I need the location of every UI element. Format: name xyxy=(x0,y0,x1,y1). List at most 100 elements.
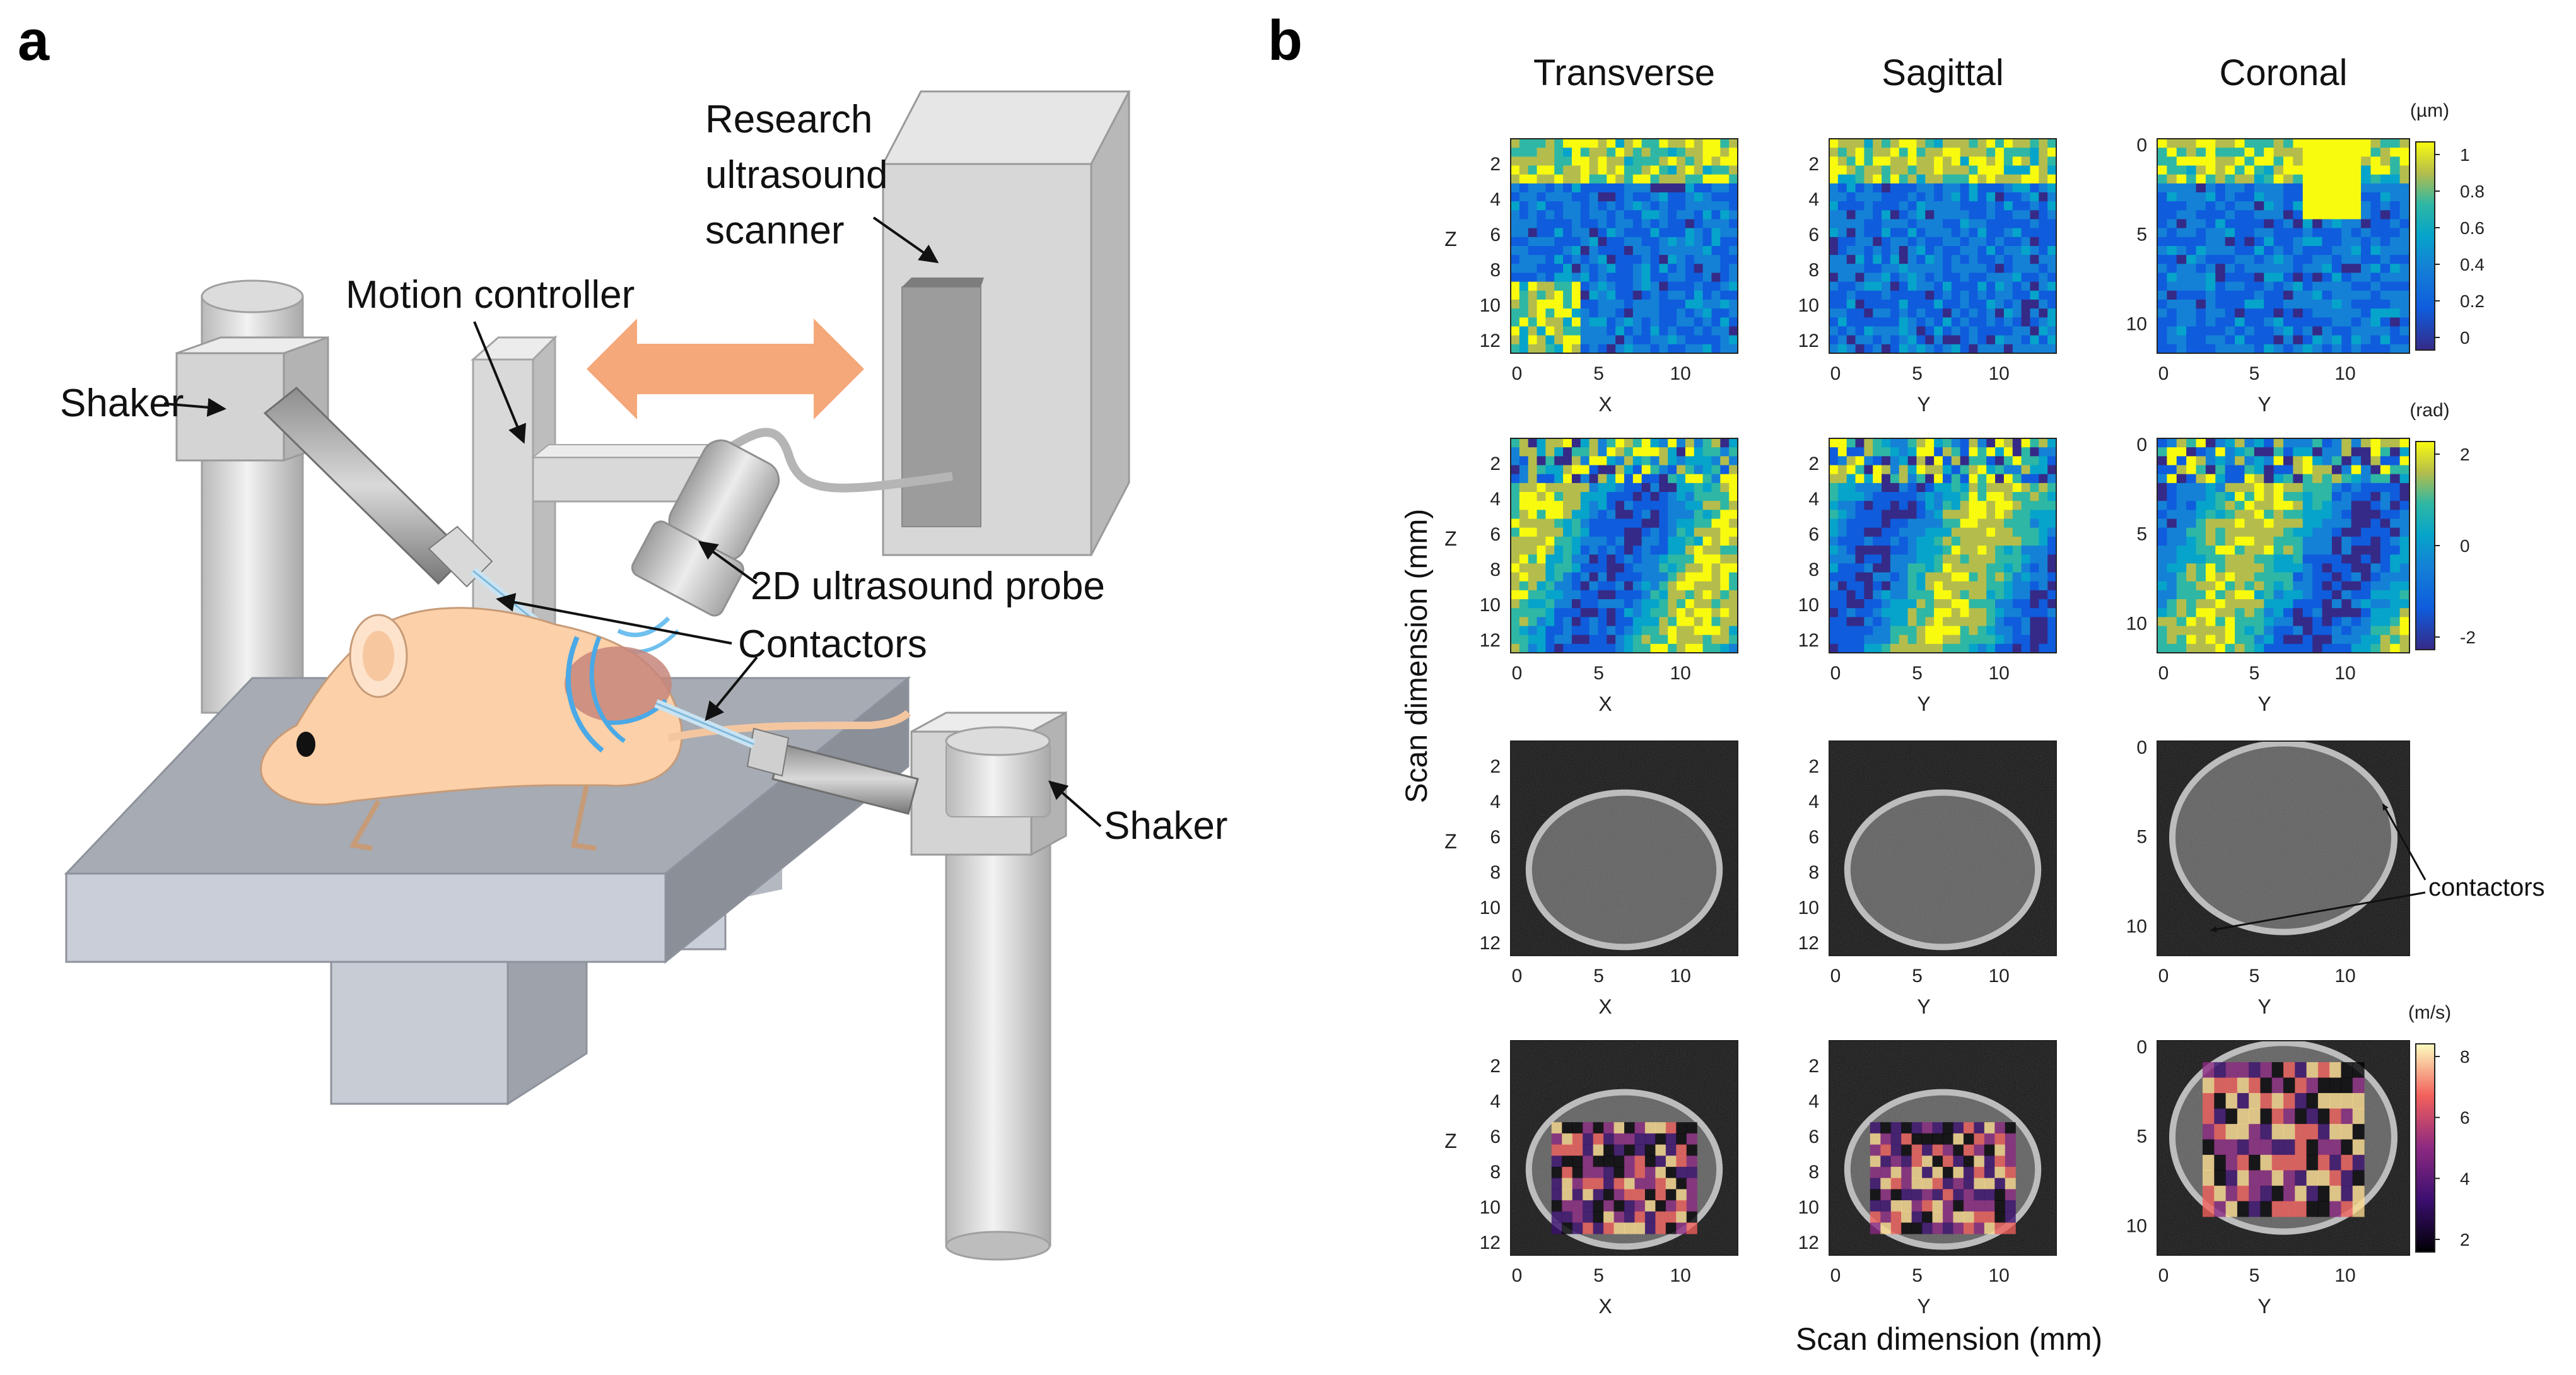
y-tick-label: 10 xyxy=(2126,916,2147,937)
motion-double-arrow xyxy=(587,319,864,419)
colorbar-tick-label: 2 xyxy=(2460,1230,2470,1249)
x-axis-letter: Y xyxy=(2257,693,2271,715)
y-tick-label: 6 xyxy=(1808,524,1819,545)
x-tick-label: 10 xyxy=(2334,363,2355,384)
right-shaker-assembly xyxy=(654,699,1067,1261)
colorbar-tick-label: 1 xyxy=(2460,145,2470,165)
x-axis-letter: Y xyxy=(2257,995,2271,1018)
label-scanner: scanner xyxy=(705,209,845,252)
y-tick-label: 10 xyxy=(1798,898,1819,918)
y-tick-label: 12 xyxy=(1798,331,1819,351)
image-coronal-row-3: 0 5 10 0 5 10Y xyxy=(2126,737,2410,1018)
y-tick-label: 10 xyxy=(1798,595,1819,616)
y-tick-label: 12 xyxy=(1480,331,1501,351)
x-tick-label: 5 xyxy=(1593,966,1604,986)
x-tick-label: 5 xyxy=(1593,663,1604,684)
colorbar-tick-label: 0.6 xyxy=(2460,218,2485,238)
x-tick-label: 10 xyxy=(2334,1265,2355,1286)
column-header-coronal: Coronal xyxy=(2219,52,2347,93)
colorbar-unit: (m/s) xyxy=(2408,1002,2451,1023)
colorbar-row-2: 20-2(rad) xyxy=(2409,400,2476,650)
colorbar-tick-label: 4 xyxy=(2460,1169,2470,1188)
y-tick-label: 10 xyxy=(2126,313,2147,334)
colorbar-unit: (µm) xyxy=(2410,100,2449,121)
y-tick-label: 4 xyxy=(1808,189,1819,210)
ultrasound-scanner xyxy=(881,90,1131,556)
x-tick-label: 5 xyxy=(1593,363,1604,384)
y-tick-label: 10 xyxy=(2126,1215,2147,1236)
y-axis-letter: Z xyxy=(1444,228,1457,250)
y-tick-label: 6 xyxy=(1808,225,1819,245)
x-tick-label: 0 xyxy=(2158,966,2169,986)
x-tick-label: 5 xyxy=(1912,1265,1923,1286)
y-tick-label: 10 xyxy=(1798,295,1819,316)
x-axis-letter: Y xyxy=(1917,1295,1930,1318)
x-tick-label: 0 xyxy=(1512,1265,1523,1286)
y-tick-label: 6 xyxy=(1490,524,1501,545)
contactors-annotation: contactors xyxy=(2210,804,2545,933)
y-tick-label: 2 xyxy=(1808,154,1819,175)
x-tick-label: 0 xyxy=(1830,363,1841,384)
y-tick-label: 2 xyxy=(1808,453,1819,474)
x-tick-label: 5 xyxy=(2249,966,2260,986)
y-tick-label: 2 xyxy=(1490,453,1501,474)
label-motion-controller: Motion controller xyxy=(346,273,635,317)
colorbar-row-1: 10.80.60.40.20(µm) xyxy=(2410,100,2485,351)
y-tick-label: 2 xyxy=(1490,756,1501,777)
y-tick-label: 10 xyxy=(1480,295,1501,316)
y-tick-label: 6 xyxy=(1808,827,1819,848)
ultrasound-probe xyxy=(614,428,953,654)
x-axis-letter: X xyxy=(1598,995,1612,1018)
y-tick-label: 12 xyxy=(1798,630,1819,651)
x-tick-label: 5 xyxy=(1912,663,1923,684)
x-tick-label: 0 xyxy=(2158,663,2169,684)
x-tick-label: 10 xyxy=(2334,663,2355,684)
y-axis-letter: Z xyxy=(1444,830,1457,853)
y-tick-label: 8 xyxy=(1490,862,1501,883)
panel-a-letter: a xyxy=(18,9,50,73)
x-tick-label: 10 xyxy=(1670,1265,1691,1286)
label-shaker-right: Shaker xyxy=(1104,804,1227,848)
colorbar-tick-label: 8 xyxy=(2460,1047,2470,1067)
y-tick-label: 8 xyxy=(1808,260,1819,281)
y-tick-label: 5 xyxy=(2136,827,2147,848)
x-axis-letter: X xyxy=(1598,1295,1612,1318)
x-tick-label: 0 xyxy=(1512,966,1523,986)
y-tick-label: 4 xyxy=(1490,792,1501,812)
x-tick-label: 5 xyxy=(2249,663,2260,684)
y-tick-label: 10 xyxy=(1480,1197,1501,1218)
colorbar-tick-label: 0 xyxy=(2460,536,2470,556)
colorbar-tick-label: -2 xyxy=(2460,628,2476,647)
y-tick-label: 12 xyxy=(1798,933,1819,954)
y-tick-label: 2 xyxy=(1490,1056,1501,1077)
y-tick-label: 12 xyxy=(1480,1232,1501,1253)
x-axis-letter: Y xyxy=(2257,393,2271,416)
y-tick-label: 10 xyxy=(2126,613,2147,634)
colorbar-tick-label: 2 xyxy=(2460,445,2470,464)
y-tick-label: 2 xyxy=(1808,756,1819,777)
x-tick-label: 0 xyxy=(1512,663,1523,684)
y-tick-label: 2 xyxy=(1490,154,1501,175)
y-tick-label: 8 xyxy=(1808,559,1819,580)
y-tick-label: 4 xyxy=(1490,489,1501,510)
y-tick-label: 0 xyxy=(2136,435,2147,455)
x-tick-label: 10 xyxy=(1989,363,2010,384)
left-shaker-assembly xyxy=(175,279,574,714)
annotation-arrows xyxy=(163,216,1102,828)
y-tick-label: 12 xyxy=(1798,1232,1819,1253)
x-tick-label: 5 xyxy=(2249,363,2260,384)
y-tick-label: 0 xyxy=(2136,737,2147,758)
x-tick-label: 10 xyxy=(2334,966,2355,986)
y-tick-label: 4 xyxy=(1490,189,1501,210)
y-tick-label: 4 xyxy=(1808,1091,1819,1112)
x-axis-letter: Y xyxy=(1917,693,1930,715)
y-tick-label: 0 xyxy=(2136,135,2147,156)
y-tick-label: 12 xyxy=(1480,630,1501,651)
